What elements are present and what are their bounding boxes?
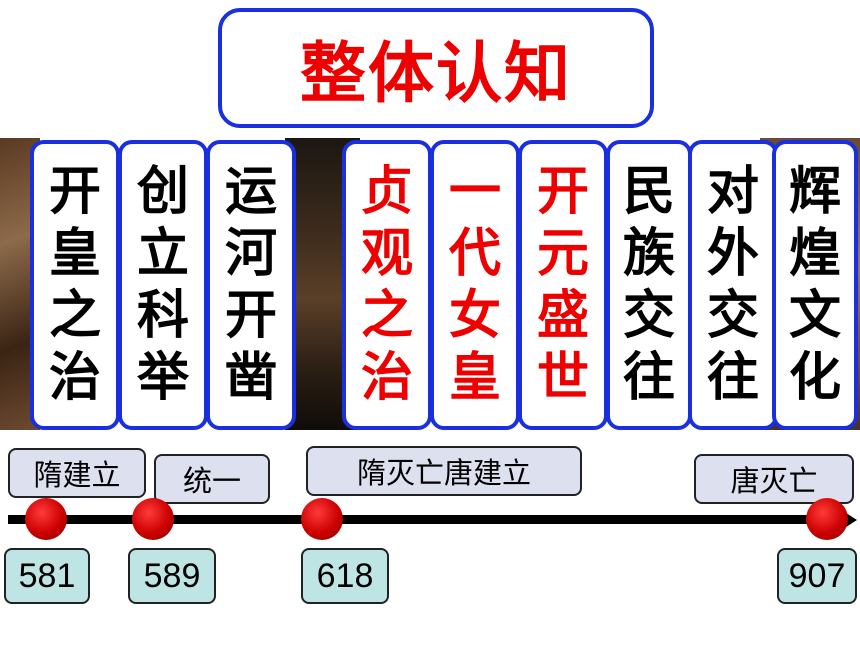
topic-card-label: 运河开凿	[225, 162, 278, 408]
topic-card-yunhe: 运河开凿	[206, 140, 296, 430]
event-label-tang-falls: 唐灭亡	[694, 454, 854, 504]
topic-card-duiwai: 对外交往	[688, 140, 778, 430]
topic-card-kaihuang: 开皇之治	[30, 140, 120, 430]
topic-card-label: 创立科举	[137, 162, 190, 408]
topic-card-label: 一代女皇	[449, 162, 502, 408]
topic-card-label: 开皇之治	[49, 162, 102, 408]
timeline-dot-618	[301, 498, 343, 540]
topic-card-zhenguan: 贞观之治	[342, 140, 432, 430]
event-label-sui-founded: 隋建立	[8, 448, 146, 498]
topic-card-minzu: 民族交往	[606, 140, 692, 430]
topic-card-kaiyuan: 开元盛世	[518, 140, 608, 430]
event-label-unification: 统一	[154, 454, 270, 504]
year-label-589: 589	[128, 548, 216, 604]
year-label-618: 618	[301, 548, 389, 604]
topic-card-nvhuang: 一代女皇	[430, 140, 520, 430]
timeline-dot-581	[25, 498, 67, 540]
timeline-dot-589	[132, 498, 174, 540]
topic-card-label: 辉煌文化	[789, 162, 842, 408]
topic-card-label: 民族交往	[623, 162, 676, 408]
timeline-dot-907	[806, 498, 848, 540]
topic-card-keju: 创立科举	[118, 140, 208, 430]
topic-card-label: 对外交往	[707, 162, 760, 408]
topic-card-wenhua: 辉煌文化	[772, 140, 858, 430]
year-label-581: 581	[4, 548, 90, 604]
timeline-axis	[8, 515, 846, 524]
page-title: 整体认知	[218, 8, 654, 128]
year-label-907: 907	[777, 548, 857, 604]
event-label-sui-falls-tang-founded: 隋灭亡唐建立	[306, 446, 582, 496]
topic-card-label: 开元盛世	[537, 162, 590, 408]
topic-card-label: 贞观之治	[361, 162, 414, 408]
